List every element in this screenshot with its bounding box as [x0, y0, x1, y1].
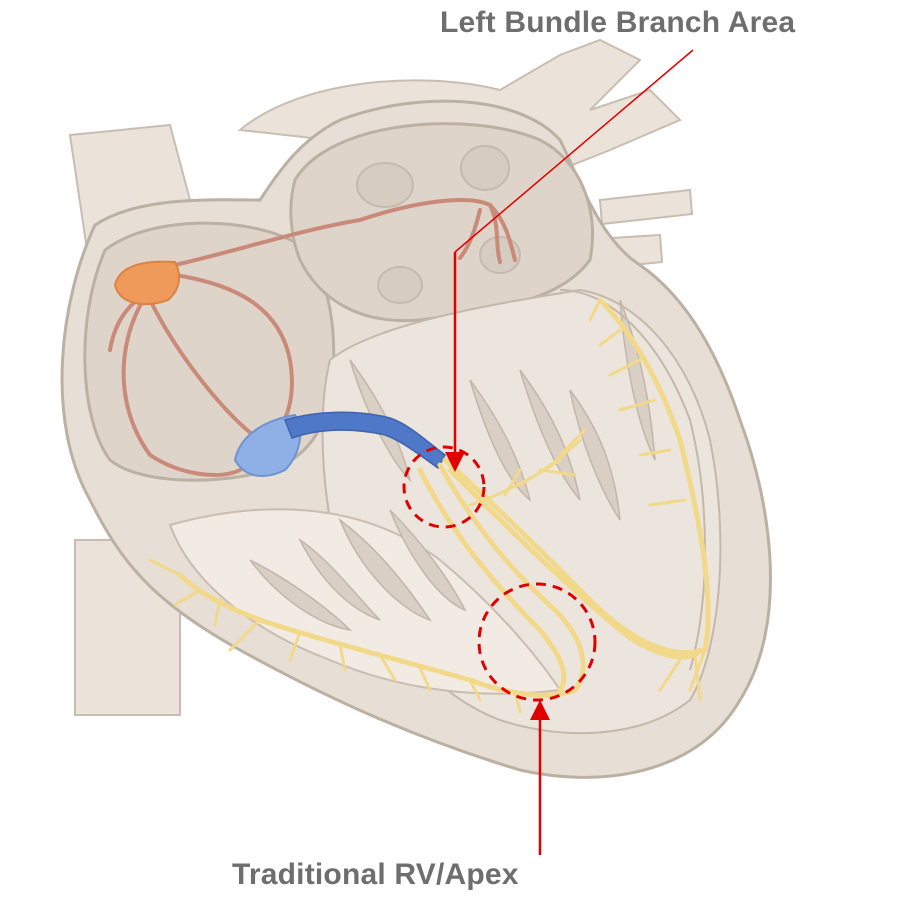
pulmonary-vein-2	[600, 190, 692, 224]
left-atrium	[291, 124, 593, 321]
left-bundle-branch-label: Left Bundle Branch Area	[440, 6, 795, 40]
pulmonary-vein-opening-3	[378, 267, 422, 303]
pulmonary-vein-opening	[357, 163, 413, 207]
pulmonary-vein-opening-2	[461, 146, 509, 190]
traditional-rv-apex-label: Traditional RV/Apex	[232, 858, 519, 892]
